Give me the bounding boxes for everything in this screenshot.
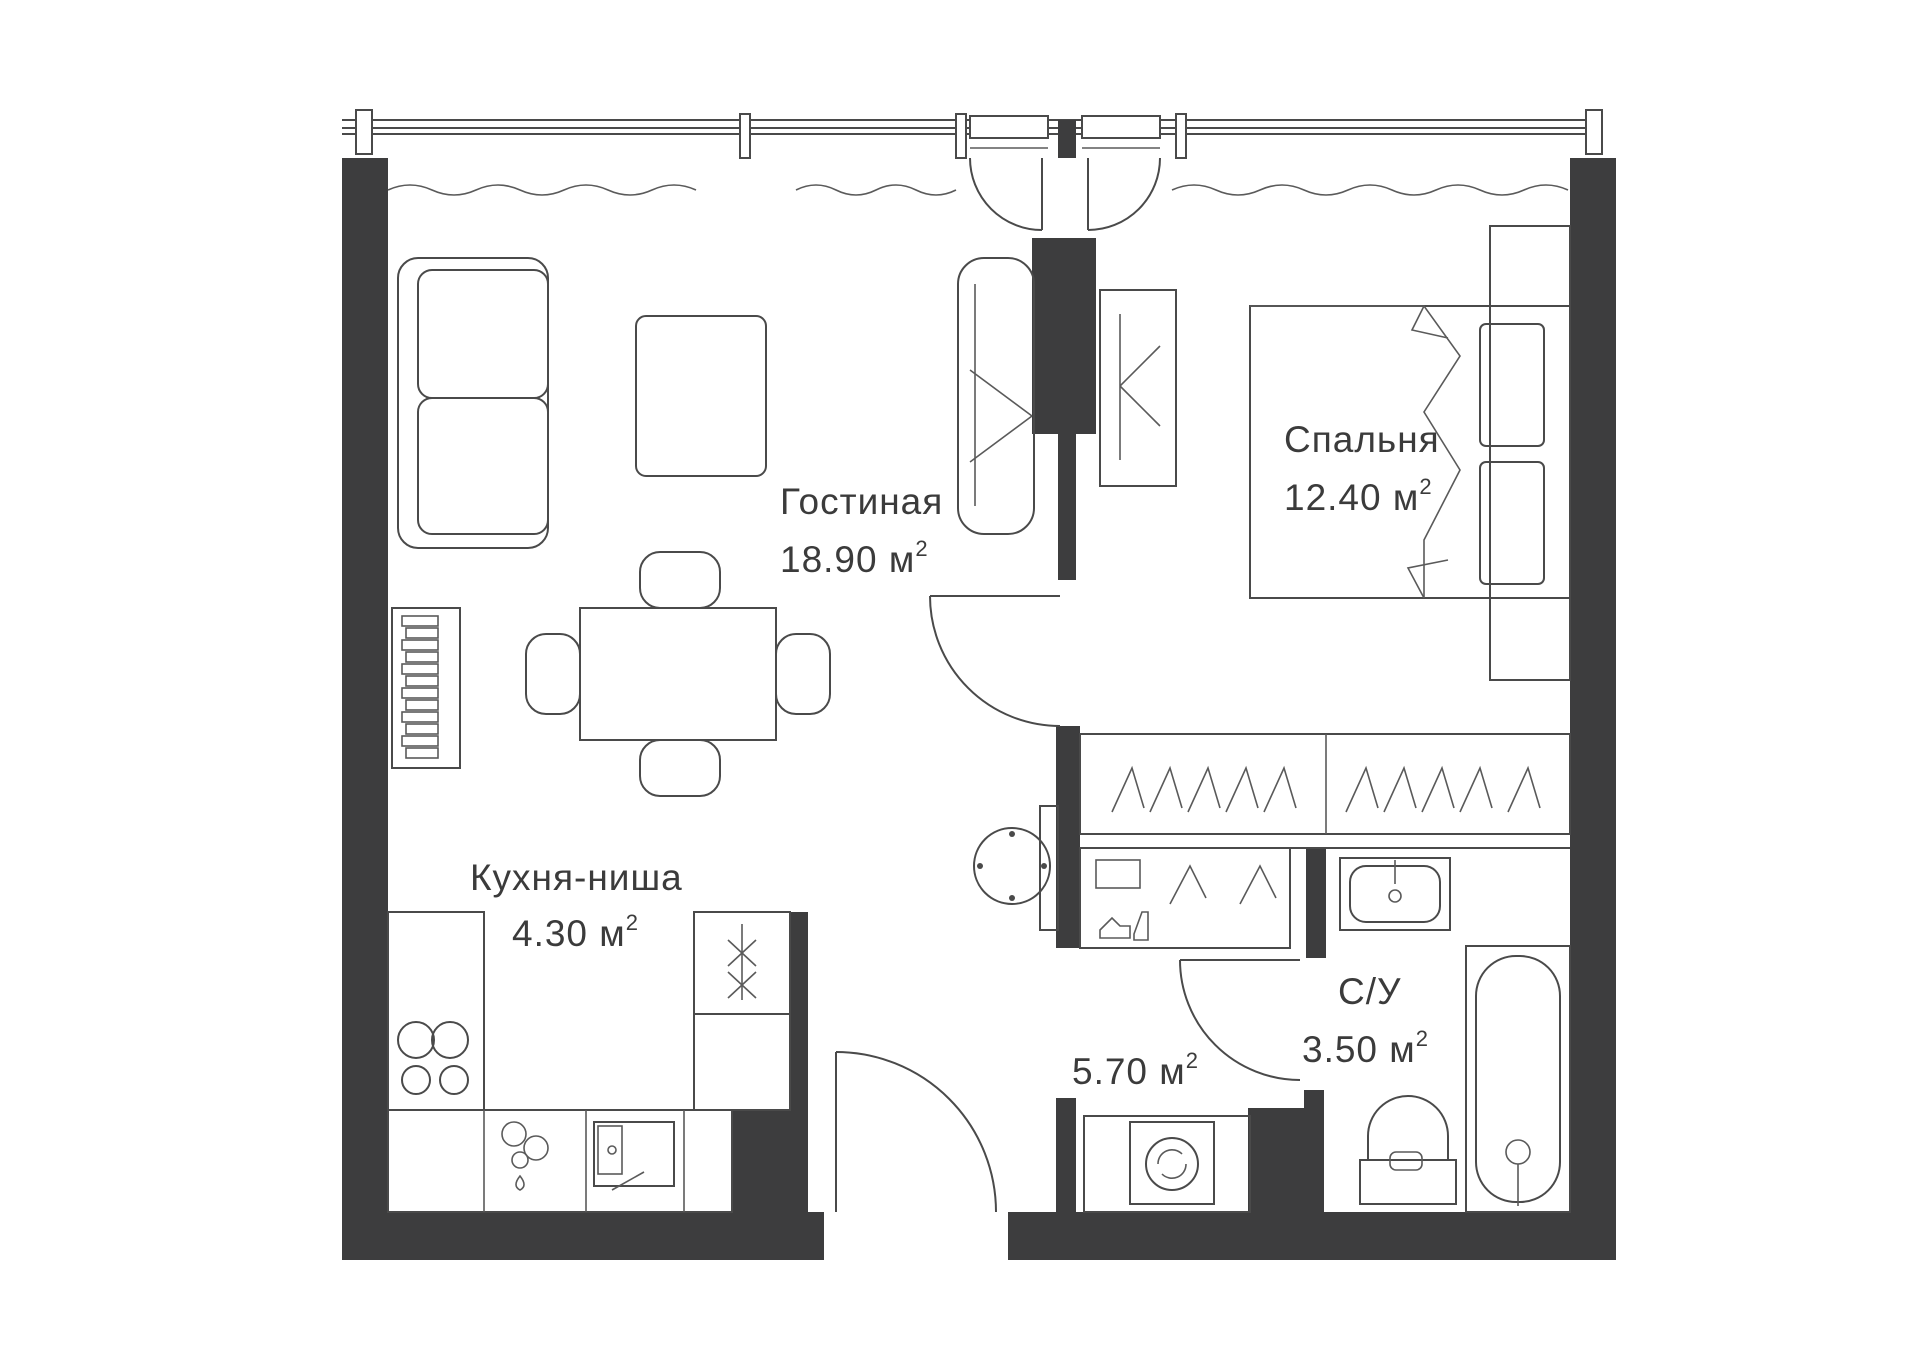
- svg-text:3.50 м2: 3.50 м2: [1302, 1026, 1429, 1070]
- stove-icon: [397, 1021, 469, 1095]
- dishwasher-icon: [501, 1121, 549, 1191]
- curtain-icon: [387, 184, 1569, 196]
- sink-icon: [593, 1121, 675, 1191]
- bathtub-icon: [1465, 945, 1571, 1213]
- area-unit-superscript: 2: [1186, 1048, 1199, 1073]
- svg-text:5.70 м2: 5.70 м2: [1072, 1048, 1199, 1092]
- tv-stand-icon: [1099, 289, 1177, 487]
- bathroom-area: 3.50 м: [1302, 1029, 1416, 1070]
- bedroom-area: 12.40 м: [1284, 477, 1419, 518]
- chair-icon: [525, 633, 581, 715]
- sink-icon: [1339, 857, 1451, 931]
- closet-icon: [1079, 847, 1291, 949]
- area-unit-superscript: 2: [626, 910, 639, 935]
- washing-machine-icon: [1083, 1115, 1251, 1213]
- door-icon: [1179, 959, 1301, 1081]
- round-table-icon: [973, 805, 1059, 931]
- fridge-icon: [727, 924, 757, 1000]
- toilet-icon: [1359, 1095, 1457, 1205]
- armchair-icon: [957, 257, 1035, 535]
- living-room-area: 18.90 м: [780, 539, 915, 580]
- wardrobe-icon: [1079, 733, 1571, 835]
- room-label-bedroom: Спальня 12.40 м2: [1284, 419, 1440, 518]
- chair-icon: [639, 551, 721, 609]
- room-label-bathroom: С/У 3.50 м2: [1302, 971, 1429, 1070]
- kitchen-counter: [387, 911, 791, 1213]
- bedroom-name: Спальня: [1284, 419, 1440, 460]
- room-label-kitchen: Кухня-ниша 4.30 м2: [470, 857, 683, 954]
- sofa-icon: [397, 257, 549, 549]
- window-icon: [342, 109, 1603, 159]
- coffee-table-icon: [635, 315, 767, 477]
- svg-text:4.30 м2: 4.30 м2: [512, 910, 639, 954]
- svg-text:18.90 м2: 18.90 м2: [780, 536, 929, 580]
- pillow-icon: [1479, 323, 1545, 447]
- kitchen-name: Кухня-ниша: [470, 857, 683, 898]
- kitchen-area: 4.30 м: [512, 913, 626, 954]
- chair-icon: [639, 739, 721, 797]
- chair-icon: [775, 633, 831, 715]
- nightstand-icon: [1489, 597, 1571, 681]
- walls: [342, 120, 1616, 1260]
- door-icon: [969, 157, 1161, 231]
- area-unit-superscript: 2: [1419, 474, 1432, 499]
- svg-text:12.40 м2: 12.40 м2: [1284, 474, 1433, 518]
- bookshelf-icon: [391, 607, 461, 769]
- entry-door-icon: [835, 1051, 997, 1213]
- hall-area: 5.70 м: [1072, 1051, 1186, 1092]
- area-unit-superscript: 2: [1416, 1026, 1429, 1051]
- room-label-living: Гостиная 18.90 м2: [780, 481, 943, 580]
- hanger-icon: [1111, 765, 1541, 813]
- living-room-name: Гостиная: [780, 481, 943, 522]
- dining-table-icon: [525, 551, 831, 797]
- door-icon: [929, 595, 1061, 727]
- pillow-icon: [1479, 461, 1545, 585]
- bathroom-name: С/У: [1338, 971, 1402, 1012]
- room-label-hall: 5.70 м2: [1072, 1048, 1199, 1092]
- area-unit-superscript: 2: [915, 536, 928, 561]
